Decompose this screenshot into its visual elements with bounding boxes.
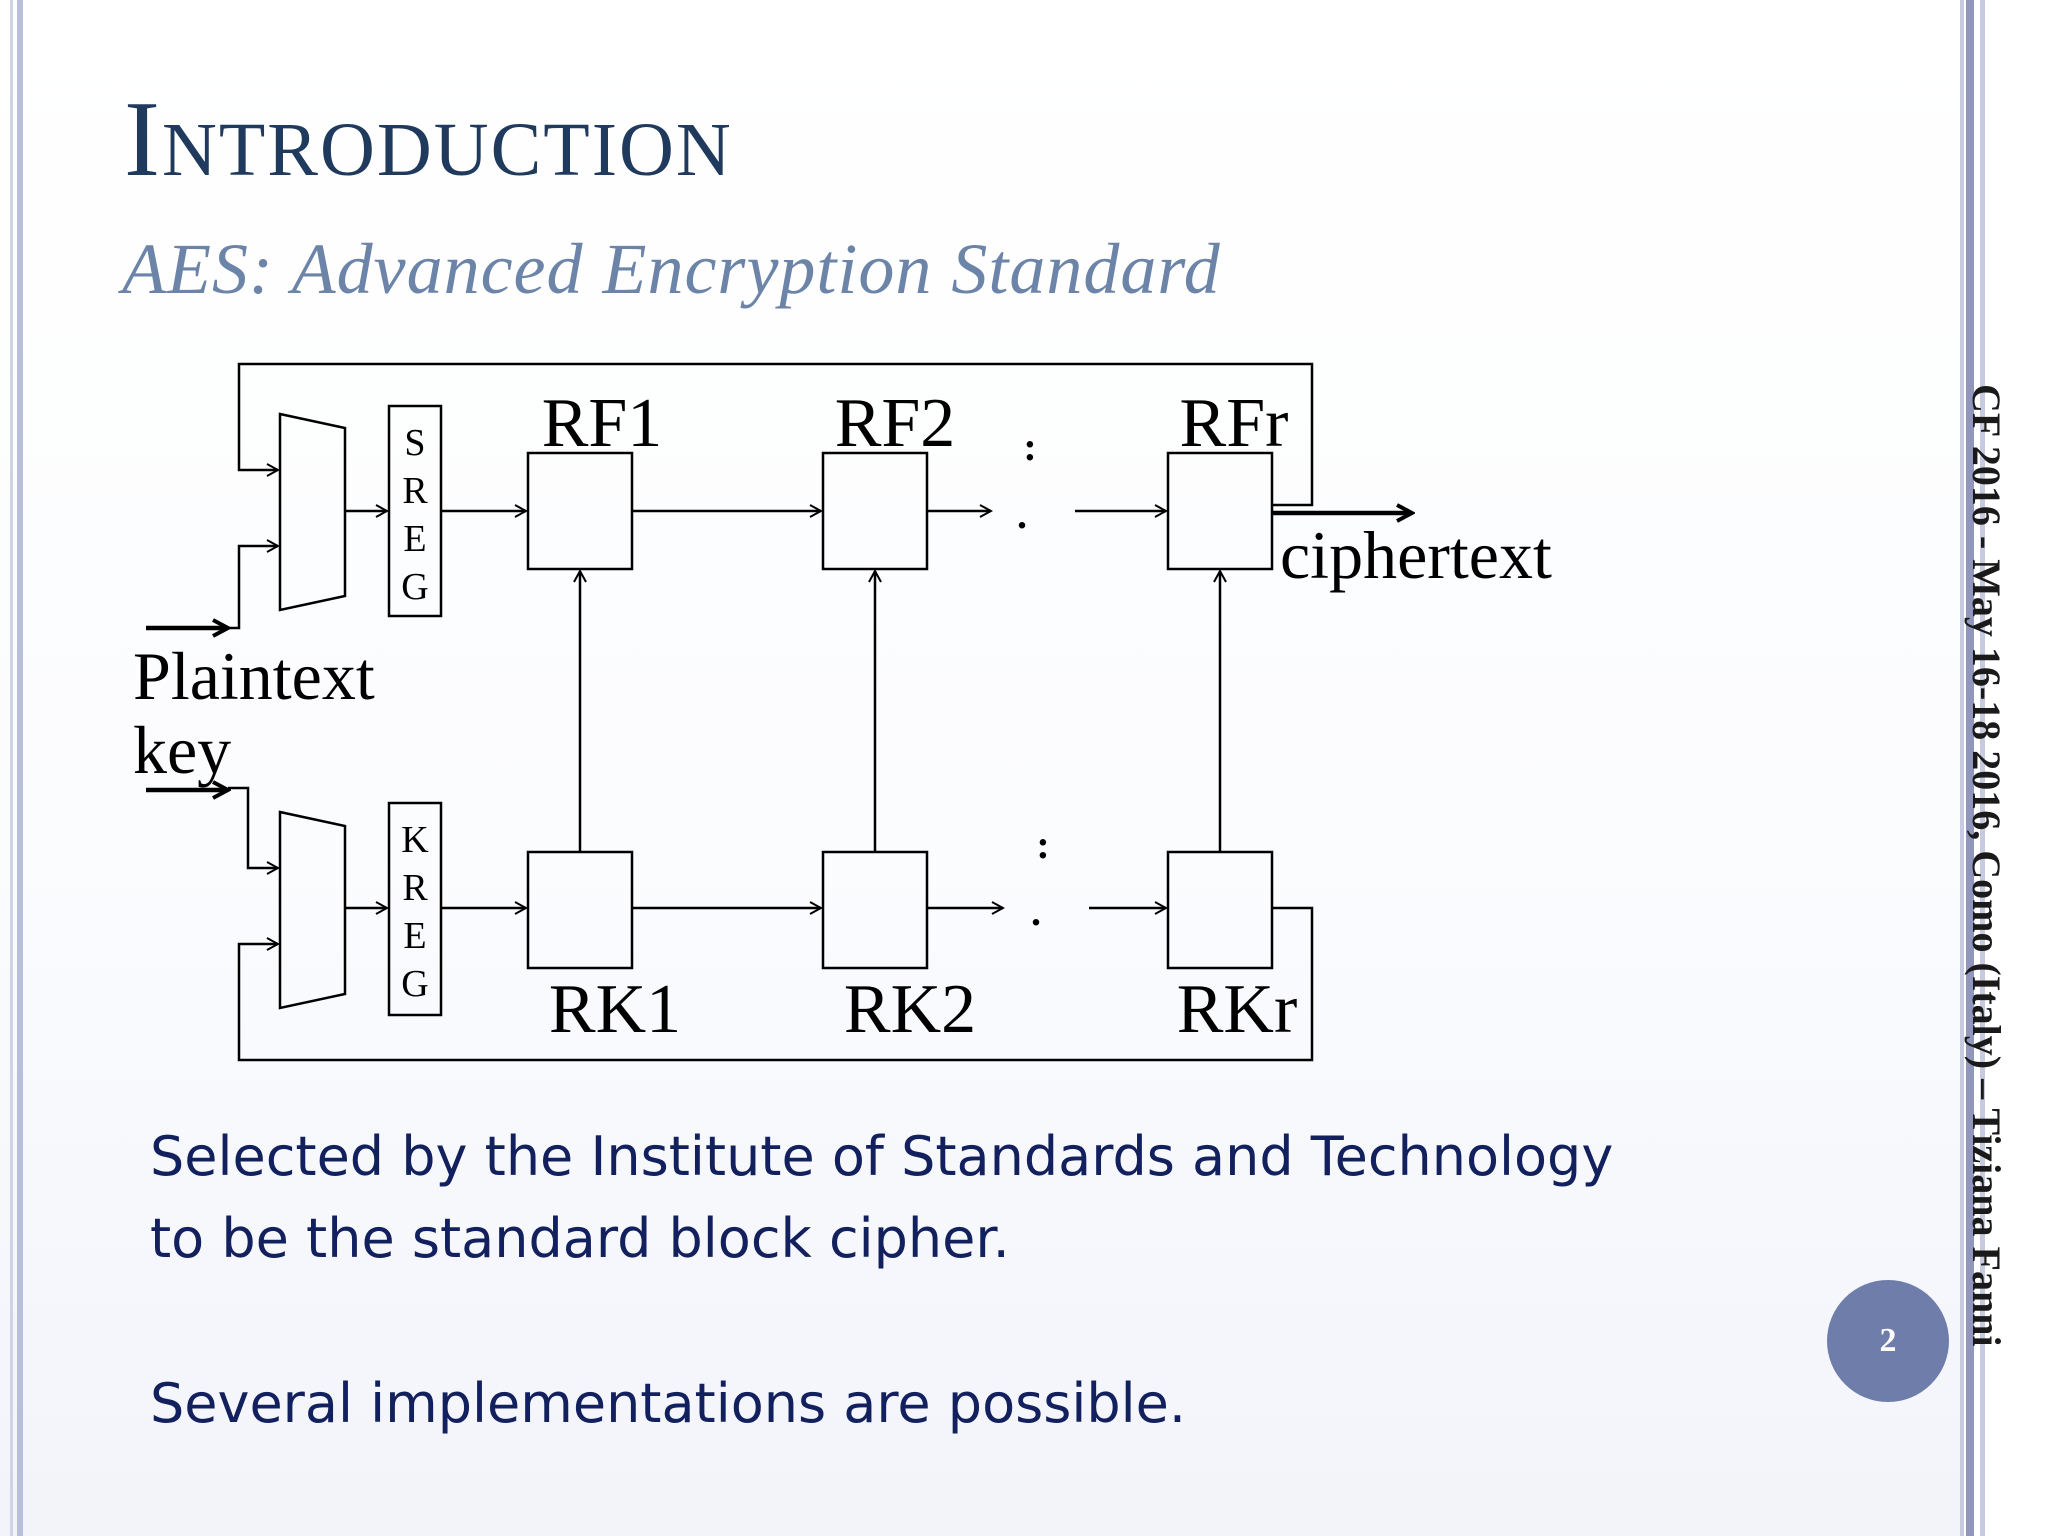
right-sidebar: [1960, 0, 2048, 1536]
round-function-box-2: [821, 451, 929, 571]
plaintext-label: Plaintext: [133, 638, 375, 714]
key-feedback-wire: [237, 906, 1314, 1062]
round-key-box-2: [821, 850, 929, 970]
sidebar-rule-dark: [1966, 0, 1974, 1536]
rf1-label: RF1: [542, 385, 663, 462]
state-feedback-wire: [237, 362, 1314, 507]
rk2-label: RK2: [844, 971, 976, 1048]
rk1-label: RK1: [549, 971, 681, 1048]
ellipsis-top-colon: :: [1023, 424, 1036, 469]
body-line-2: to be the standard block cipher.: [150, 1207, 1010, 1270]
page-number: 2: [1879, 1322, 1897, 1359]
round-key-box-1: [526, 850, 634, 970]
ellipsis-bottom-colon: :: [1036, 822, 1049, 867]
sreg-letter: S: [404, 422, 425, 464]
sreg-letter: G: [401, 566, 428, 608]
footer-conference-info: CF 2016 - May 16-18 2016, Como (Italy) –…: [1964, 384, 2009, 1347]
kreg-letter: K: [401, 819, 429, 861]
key-label: key: [133, 712, 231, 788]
sidebar-rule-left: [1960, 0, 1964, 1536]
state-mux: [278, 412, 347, 612]
kreg-letter: R: [402, 867, 428, 909]
round-function-box-1: [526, 451, 634, 571]
sreg-letter: R: [402, 470, 428, 512]
rf2-label: RF2: [835, 385, 956, 462]
sreg-letter: E: [403, 518, 426, 560]
kreg-letter: E: [403, 915, 426, 957]
round-key-box-r: [1166, 850, 1274, 970]
round-function-box-r: [1166, 451, 1274, 571]
ellipsis-bottom-dot: .: [1031, 889, 1041, 934]
key-wire: [228, 786, 278, 868]
key-mux: [278, 810, 347, 1010]
left-rule-inner: [17, 0, 23, 1536]
page-number-badge: 2: [1827, 1280, 1949, 1402]
kreg-letter: G: [401, 963, 428, 1005]
sidebar-rule-right: [1980, 0, 1985, 1536]
body-line-1: Selected by the Institute of Standards a…: [150, 1125, 1614, 1188]
aes-architecture-diagram: S R E G K R E G RF1 RF2 RFr RK1 RK2 RKr …: [133, 362, 1552, 1062]
body-line-3: Several implementations are possible.: [150, 1372, 1187, 1435]
slide-subtitle: AES: Advanced Encryption Standard: [122, 229, 1221, 309]
plaintext-wire: [228, 546, 278, 630]
left-rule-outer: [10, 0, 13, 1536]
ciphertext-label: ciphertext: [1280, 517, 1552, 593]
ellipsis-top-dot: .: [1017, 492, 1027, 537]
rfr-label: RFr: [1180, 385, 1289, 462]
rkr-label: RKr: [1177, 971, 1298, 1048]
slide-title: Introduction: [124, 80, 733, 199]
